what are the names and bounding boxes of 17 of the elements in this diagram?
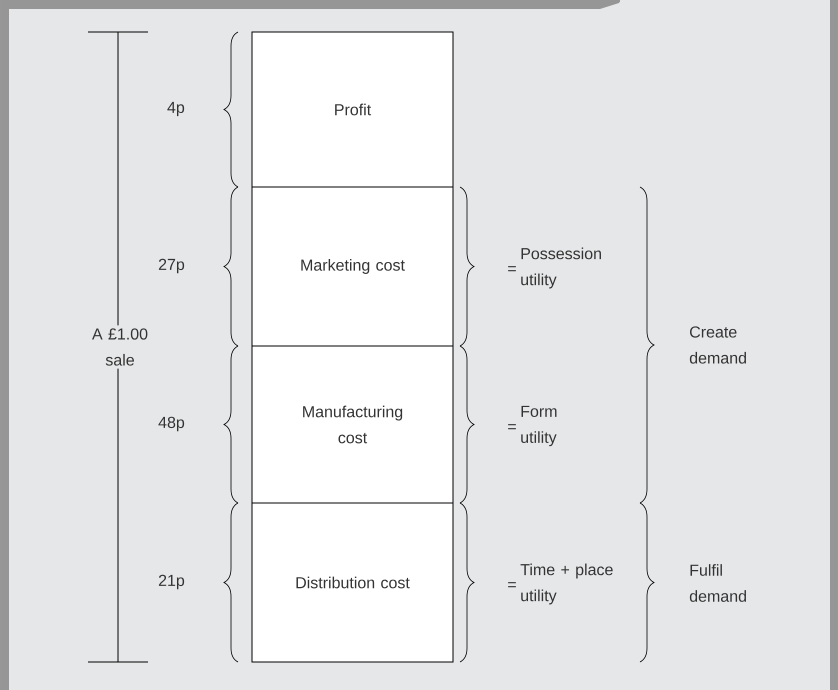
cost-box: Manufacturing cost	[252, 346, 454, 504]
label: 4p	[167, 102, 184, 116]
cost-box: Distribution cost	[252, 502, 454, 662]
label: Create demand	[690, 326, 746, 364]
label: 27p	[158, 258, 184, 274]
label: Possession utility	[521, 248, 601, 288]
label: Time + place utility	[520, 564, 613, 604]
equals-sign: =	[508, 582, 516, 588]
cost-box: Marketing cost	[252, 186, 454, 346]
equals-sign: =	[508, 266, 516, 272]
label: Form utility	[521, 406, 557, 446]
label: 48p	[158, 416, 184, 432]
equals-sign: =	[508, 424, 516, 430]
label: 21p	[158, 574, 184, 590]
label: A £1.00 sale	[88, 325, 152, 369]
cost-box: Profit	[252, 32, 454, 188]
label: Fulfil demand	[690, 564, 746, 602]
